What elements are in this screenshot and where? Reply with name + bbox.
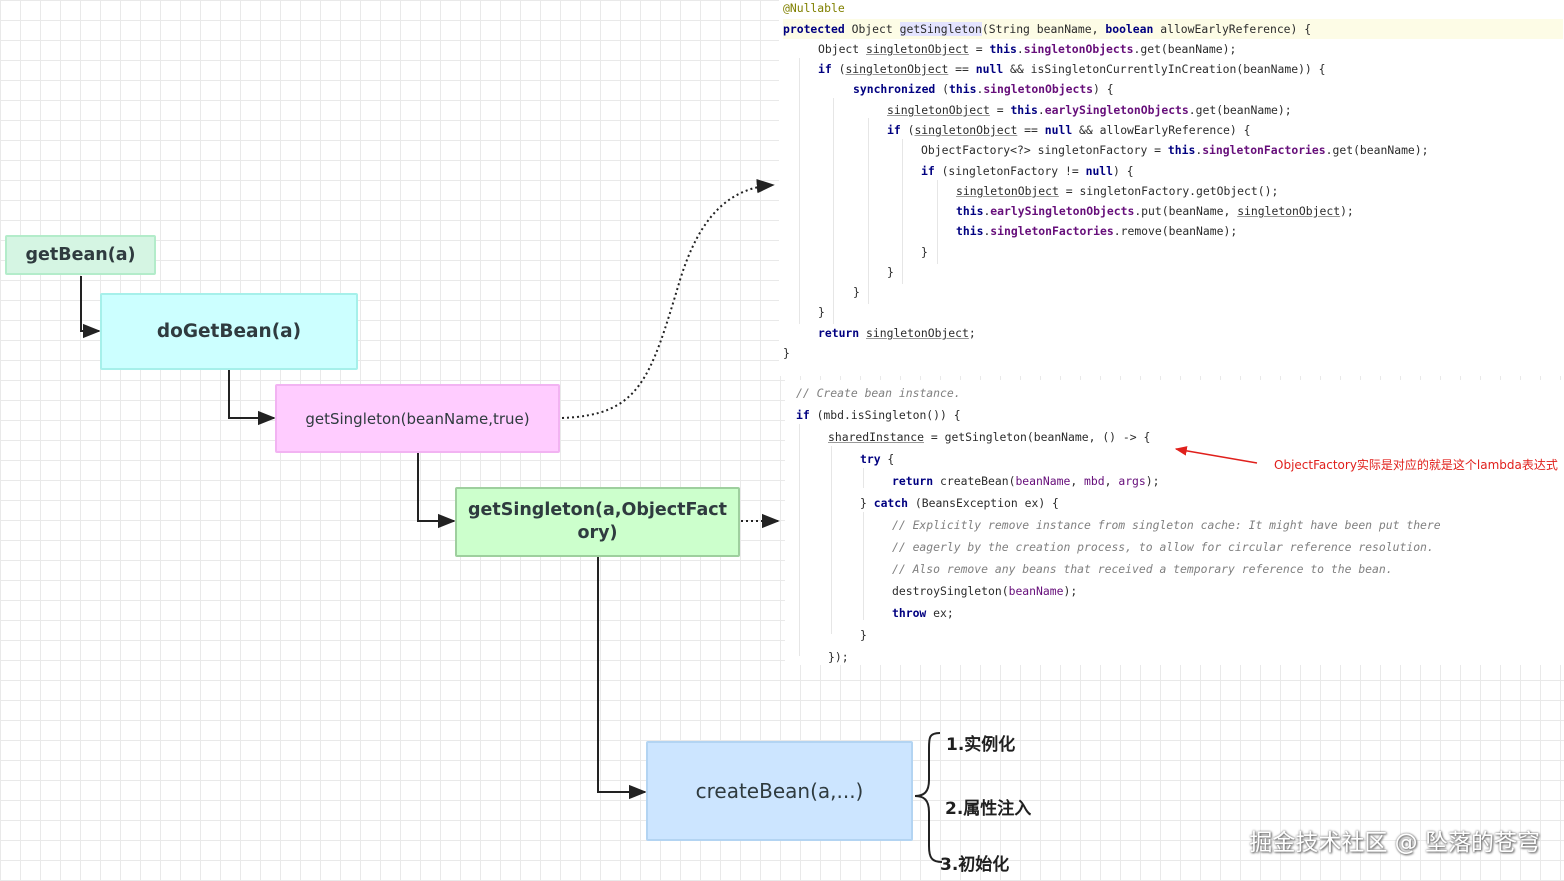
- code-line: this.earlySingletonObjects.put(beanName,…: [956, 204, 1354, 218]
- code-line: try {: [860, 452, 895, 466]
- code-line: }: [783, 346, 790, 360]
- code-line: if (mbd.isSingleton()) {: [796, 408, 961, 422]
- code-line: @Nullable: [783, 1, 845, 15]
- connector-getbean-to-dogetbean: [80, 276, 101, 339]
- code-line: ObjectFactory<?> singletonFactory = this…: [921, 143, 1429, 157]
- createbean-node: createBean(a,...): [646, 741, 913, 841]
- code-line: }: [853, 285, 860, 299]
- code-line: // eagerly by the creation process, to a…: [892, 540, 1434, 554]
- connector-getsingleton-early-to-getsingleton-factory: [417, 453, 456, 529]
- code-panel-get-singleton: @Nullable protected Object getSingleton(…: [779, 0, 1564, 376]
- code-line: }: [818, 305, 825, 319]
- code-line: }: [921, 245, 928, 259]
- getsingleton-factory-node-label: getSingleton(a,ObjectFactory): [467, 500, 727, 543]
- step-instantiate: 1.实例化: [946, 735, 1016, 755]
- code-line: destroySingleton(beanName);: [892, 584, 1078, 598]
- code-line: Object singletonObject = this.singletonO…: [818, 42, 1237, 56]
- step-initialize: 3.初始化: [940, 855, 1010, 875]
- getbean-node-label: getBean(a): [25, 245, 136, 265]
- dotted-link-to-upper-code: [561, 178, 775, 419]
- createbean-node-label: createBean(a,...): [695, 779, 864, 803]
- getsingleton-factory-node: getSingleton(a,ObjectFactory): [455, 487, 740, 557]
- code-panel-create-bean-lambda: // Create bean instance. if (mbd.isSingl…: [785, 380, 1564, 665]
- code-line: // Explicitly remove instance from singl…: [892, 518, 1441, 532]
- connector-getsingleton-factory-to-createbean: [597, 557, 647, 800]
- connector-dogetbean-to-getsingleton-early: [228, 370, 276, 426]
- code-line: } catch (BeansException ex) {: [860, 496, 1059, 510]
- code-line: });: [828, 650, 849, 664]
- code-line: return singletonObject;: [818, 326, 976, 340]
- code-line: // Also remove any beans that received a…: [892, 562, 1393, 576]
- getsingleton-early-node-label: getSingleton(beanName,true): [305, 409, 530, 428]
- code-line: // Create bean instance.: [796, 386, 961, 400]
- code-line: sharedInstance = getSingleton(beanName, …: [828, 430, 1151, 444]
- code-line: singletonObject = singletonFactory.getOb…: [956, 184, 1279, 198]
- create-bean-steps-brace: [914, 732, 943, 863]
- code-line: synchronized (this.singletonObjects) {: [853, 82, 1114, 96]
- code-line: }: [887, 265, 894, 279]
- code-line: if (singletonFactory != null) {: [921, 164, 1134, 178]
- getsingleton-early-node: getSingleton(beanName,true): [275, 384, 560, 453]
- code-line: if (singletonObject == null && isSinglet…: [818, 62, 1326, 76]
- code-line: throw ex;: [892, 606, 954, 620]
- watermark: 掘金技术社区 @ 坠落的苍穹: [1249, 830, 1540, 856]
- step-property-injection: 2.属性注入: [945, 799, 1032, 819]
- lambda-annotation-note: ObjectFactory实际是对应的就是这个lambda表达式: [1274, 458, 1558, 472]
- code-line: this.singletonFactories.remove(beanName)…: [956, 224, 1238, 238]
- code-line: protected Object getSingleton(String bea…: [783, 19, 1563, 39]
- code-line: singletonObject = this.earlySingletonObj…: [887, 103, 1292, 117]
- code-line: if (singletonObject == null && allowEarl…: [887, 123, 1251, 137]
- code-line: }: [860, 628, 867, 642]
- getbean-node: getBean(a): [5, 235, 156, 275]
- code-line: return createBean(beanName, mbd, args);: [892, 474, 1160, 488]
- dogetbean-node: doGetBean(a): [100, 293, 358, 370]
- dogetbean-node-label: doGetBean(a): [156, 321, 302, 342]
